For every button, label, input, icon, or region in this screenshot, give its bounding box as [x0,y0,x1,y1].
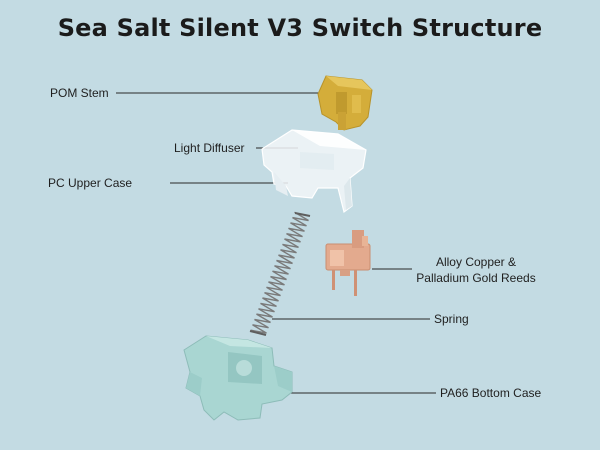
label-bottom-case: PA66 Bottom Case [440,386,542,400]
diagram-title: Sea Salt Silent V3 Switch Structure [57,14,543,42]
pa66-bottom-case-part [183,335,293,421]
pom-stem-part [317,75,373,131]
spring-part [249,211,311,336]
label-reeds-line1: Alloy Copper & [435,255,517,269]
pc-upper-case-part [261,129,367,214]
leader-lines [116,92,436,394]
label-reeds-line2: Palladium Gold Reeds [416,271,536,285]
label-reeds: Alloy Copper & Palladium Gold Reeds [406,254,546,286]
label-spring: Spring [434,312,469,326]
label-light-diffuser: Light Diffuser [174,141,245,155]
label-pc-upper-case: PC Upper Case [48,176,133,190]
alloy-reeds-part [325,230,371,296]
label-pom-stem: POM Stem [50,86,109,100]
